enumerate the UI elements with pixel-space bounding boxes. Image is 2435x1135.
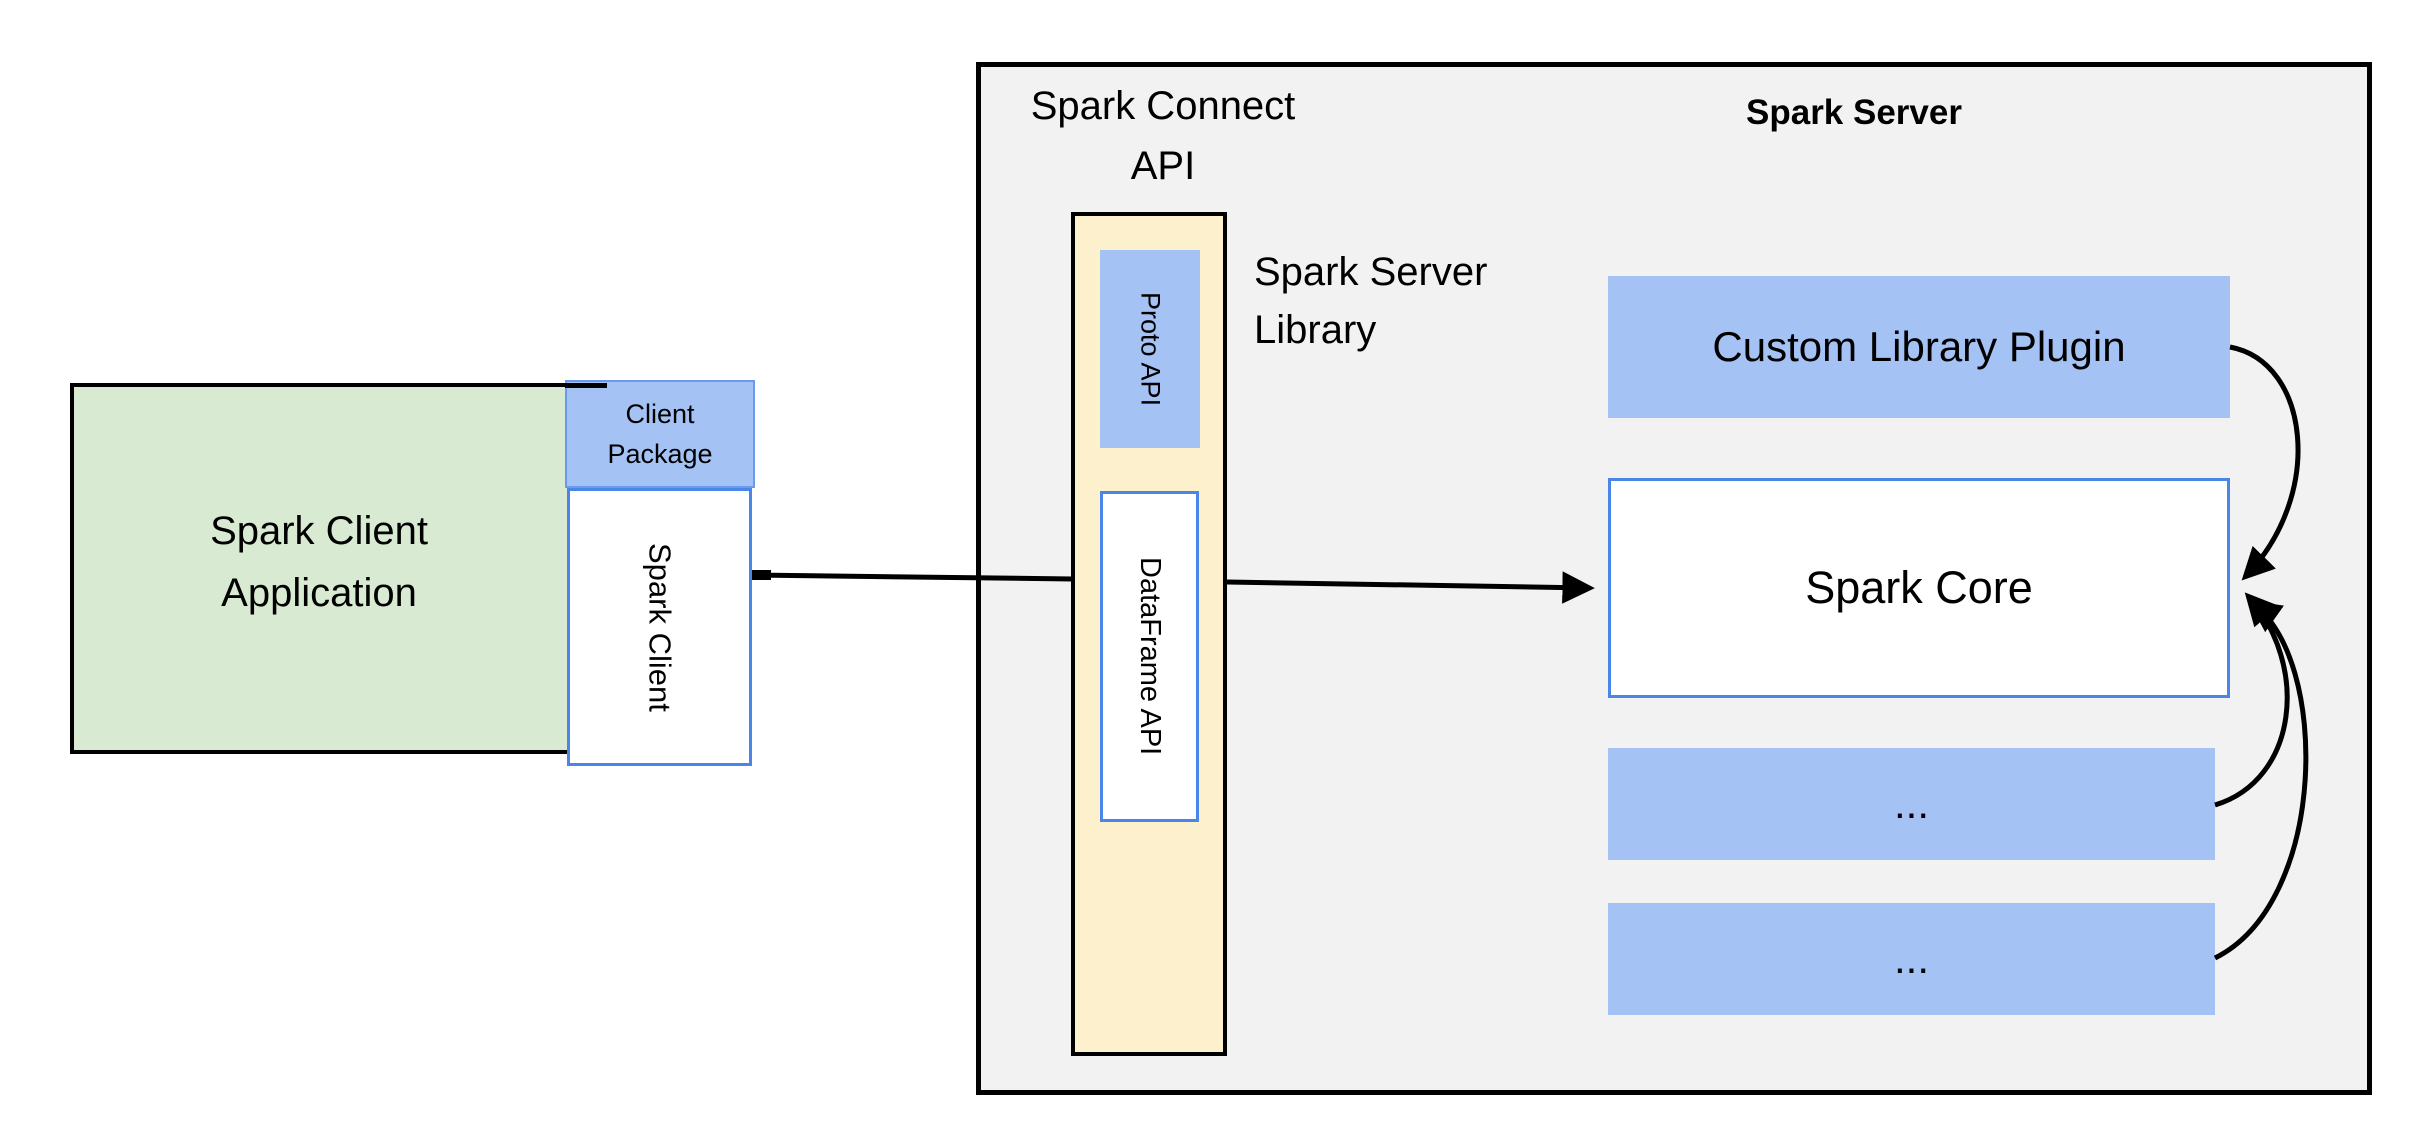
spark-connect-api-line2: API [1130,144,1196,188]
plugin-placeholder-box-2: ... [1608,903,2215,1015]
spark-client-application-box [70,383,605,754]
spark-client-application-label: Spark Client Application [99,500,539,624]
spark-core-label: Spark Core [1805,562,2033,613]
spark-client-application-line2: Application [221,571,417,615]
proto-api-box: Proto API [1100,250,1200,448]
plugin-placeholder-label-2: ... [1893,935,1929,982]
plugin-placeholder-box-1: ... [1608,748,2215,860]
spark-server-library-line2: Library [1254,308,1377,352]
spark-client-label: Spark Client [642,542,678,712]
client-package-line1: Client [625,399,695,429]
spark-client-application-line1: Spark Client [210,509,428,553]
plugin-placeholder-label-1: ... [1893,780,1929,827]
spark-core-box: Spark Core [1608,478,2230,698]
custom-library-plugin-label: Custom Library Plugin [1712,323,2126,370]
spark-server-title: Spark Server [1746,93,1962,132]
spark-server-library-line1: Spark Server [1254,250,1488,294]
dataframe-api-box: DataFrame API [1100,491,1199,822]
spark-client-box: Spark Client [567,488,752,766]
spark-connect-api-line1: Spark Connect [1030,84,1296,128]
client-package-line2: Package [607,439,713,469]
spark-server-library-label: Spark Server Library [1254,243,1584,359]
custom-library-plugin-box: Custom Library Plugin [1608,276,2230,418]
proto-api-label: Proto API [1135,291,1166,407]
green-box-border-overhang [565,383,607,388]
dataframe-api-label: DataFrame API [1134,557,1166,756]
spark-connect-api-label: Spark Connect API [998,76,1328,196]
client-package-box: Client Package [565,380,755,488]
